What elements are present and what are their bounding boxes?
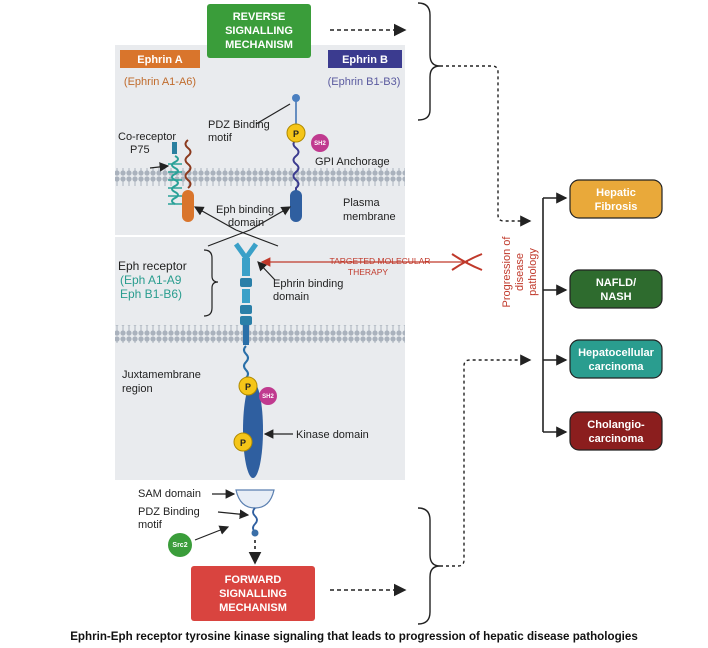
ephrin-b-molecule: [290, 94, 302, 222]
forward-signalling-box: FORWARD SIGNALLING MECHANISM: [191, 566, 315, 621]
svg-text:TARGETED MOLECULAR: TARGETED MOLECULAR: [330, 256, 431, 266]
src2-badge: [168, 533, 192, 557]
outcome-hepatic-fibrosis: Hepatic Fibrosis: [569, 179, 663, 219]
svg-text:carcinoma: carcinoma: [588, 361, 644, 373]
phospho-badge-juxta: [238, 376, 258, 396]
svg-text:disease: disease: [514, 253, 526, 291]
svg-text:FORWARD: FORWARD: [225, 574, 282, 586]
svg-text:P75: P75: [130, 144, 150, 156]
svg-text:membrane: membrane: [343, 211, 396, 223]
plasma-membrane-bottom: [115, 325, 405, 343]
svg-text:Kinase domain: Kinase domain: [296, 429, 369, 441]
svg-text:motif: motif: [138, 519, 163, 531]
svg-text:PDZ Binding: PDZ Binding: [138, 506, 200, 518]
svg-text:pathology: pathology: [527, 248, 539, 296]
outcome-hepatocellular-carcinoma: Hepatocellular carcinoma: [569, 339, 663, 379]
ephrin-a-molecule: [182, 139, 194, 222]
ephrin-cell-panel: [115, 45, 405, 235]
svg-text:SIGNALLING: SIGNALLING: [219, 588, 287, 600]
svg-text:NAFLD/: NAFLD/: [596, 277, 636, 289]
svg-text:NASH: NASH: [600, 291, 631, 303]
svg-text:carcinoma: carcinoma: [588, 433, 644, 445]
svg-text:THERAPY: THERAPY: [348, 267, 388, 277]
reverse-signalling-box: REVERSE SIGNALLING MECHANISM: [207, 4, 311, 58]
phospho-badge-top: [286, 123, 306, 143]
eph-receptor-brace: [203, 249, 219, 317]
svg-text:SH2: SH2: [314, 141, 326, 147]
svg-text:Hepatocellular: Hepatocellular: [578, 347, 655, 359]
svg-text:region: region: [122, 383, 153, 395]
svg-text:MECHANISM: MECHANISM: [219, 602, 287, 614]
svg-text:P: P: [293, 129, 299, 139]
svg-text:MECHANISM: MECHANISM: [225, 39, 293, 51]
svg-text:Eph B1-B6): Eph B1-B6): [120, 287, 182, 301]
phospho-badge-kinase: [233, 432, 253, 452]
svg-text:SIGNALLING: SIGNALLING: [225, 25, 293, 37]
forward-path-arrow: [440, 354, 532, 567]
svg-text:PDZ Binding: PDZ Binding: [208, 119, 270, 131]
svg-text:Src2: Src2: [172, 542, 187, 549]
svg-text:Progression of: Progression of: [501, 236, 513, 308]
svg-text:(Ephrin A1-A6): (Ephrin A1-A6): [124, 76, 196, 88]
plasma-membrane-top: [115, 168, 405, 186]
svg-text:P: P: [240, 438, 246, 448]
coreceptor-p75: [168, 142, 182, 205]
ephrin-a-badge: Ephrin A (Ephrin A1-A6): [120, 50, 200, 88]
svg-text:(Ephrin B1-B3): (Ephrin B1-B3): [328, 76, 401, 88]
sh2-badge-juxta: [259, 387, 277, 405]
outcome-cholangiocarcinoma: Cholangio- carcinoma: [569, 411, 663, 451]
svg-text:GPI Anchorage: GPI Anchorage: [315, 156, 390, 168]
svg-text:motif: motif: [208, 132, 233, 144]
svg-text:Ephrin A: Ephrin A: [137, 54, 182, 66]
svg-text:(Eph A1-A9: (Eph A1-A9: [120, 273, 182, 287]
bottom-brace: [417, 507, 441, 625]
svg-text:Plasma: Plasma: [343, 197, 381, 209]
outcome-nafld-nash: NAFLD/ NASH: [569, 269, 663, 309]
svg-text:Juxtamembrane: Juxtamembrane: [122, 369, 201, 381]
top-brace: [417, 2, 441, 121]
svg-text:Fibrosis: Fibrosis: [595, 201, 638, 213]
svg-text:Eph receptor: Eph receptor: [118, 259, 187, 273]
svg-text:Eph binding: Eph binding: [216, 204, 274, 216]
svg-text:Ephrin binding: Ephrin binding: [273, 278, 343, 290]
svg-text:SAM domain: SAM domain: [138, 488, 201, 500]
svg-text:Co-receptor: Co-receptor: [118, 131, 176, 143]
therapy-cross-icon: [451, 253, 483, 271]
svg-text:REVERSE: REVERSE: [233, 11, 286, 23]
svg-text:Hepatic: Hepatic: [596, 187, 636, 199]
svg-text:domain: domain: [273, 291, 309, 303]
eph-receptor: [233, 242, 275, 537]
progression-label: Progression of disease pathology: [501, 236, 539, 308]
ephrin-b-badge: Ephrin B (Ephrin B1-B3): [328, 50, 402, 88]
svg-text:SH2: SH2: [262, 394, 274, 400]
svg-text:Ephrin B: Ephrin B: [342, 54, 388, 66]
reverse-path-arrow: [440, 65, 532, 227]
figure-caption: Ephrin-Eph receptor tyrosine kinase sign…: [70, 630, 638, 643]
svg-text:P: P: [245, 382, 251, 392]
svg-text:domain: domain: [228, 217, 264, 229]
sh2-badge-top: [311, 134, 329, 152]
svg-text:Cholangio-: Cholangio-: [587, 419, 645, 431]
